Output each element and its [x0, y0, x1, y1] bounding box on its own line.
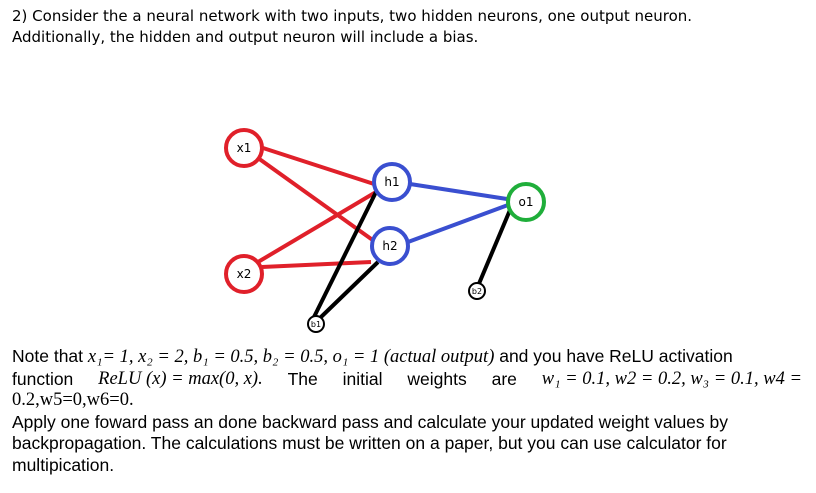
node-b1-label: b1: [311, 320, 321, 329]
relu-definition-math: ReLU (x) = max(0, x).: [98, 368, 263, 389]
edge-x2-h1: [256, 190, 378, 264]
node-x1: x1: [224, 128, 264, 168]
edge-h2-o1: [407, 203, 509, 244]
edge-b1-h1: [312, 191, 378, 318]
note-line-2: function ReLU (x) = max(0, x). The initi…: [12, 369, 802, 391]
node-b2: b2: [468, 282, 486, 300]
node-h2: h2: [370, 226, 410, 266]
note-the-word: The: [287, 368, 318, 389]
note-function-word: function: [12, 368, 74, 389]
note-prefix: Note that: [12, 346, 88, 366]
note-line-1: Note that x₁= 1, x₂ = 2, b₁ = 0.5, b₂ = …: [12, 346, 802, 369]
node-b1: b1: [307, 315, 325, 333]
node-x2: x2: [224, 254, 264, 294]
problem-description: Note that x₁= 1, x₂ = 2, b₁ = 0.5, b₂ = …: [12, 346, 802, 476]
note-weights-word: weights: [407, 368, 467, 389]
node-h1: h1: [372, 162, 412, 202]
question-header: 2) Consider the a neural network with tw…: [12, 6, 802, 48]
question-line-2: Additionally, the hidden and output neur…: [12, 28, 479, 46]
note-line-3: 0.2,w5=0,w6=0.: [12, 390, 134, 410]
edge-x1-h1: [262, 146, 375, 186]
edge-b2-o1: [476, 209, 512, 287]
instruction-line-3: multipication.: [12, 454, 115, 475]
edge-x2-h2: [261, 260, 372, 269]
edge-b1-h2: [318, 260, 380, 320]
note-are-word: are: [491, 368, 517, 389]
node-o1: o1: [506, 182, 546, 222]
node-x1-label: x1: [237, 141, 252, 155]
node-o1-label: o1: [519, 195, 534, 209]
edge-h1-o1: [409, 182, 508, 201]
instruction-line-1: Apply one foward pass an done backward p…: [12, 411, 729, 432]
note-initial-word: initial: [342, 368, 383, 389]
note-values-math: x₁= 1, x₂ = 2, b₁ = 0.5, b₂ = 0.5, o₁ = …: [87, 347, 495, 367]
edge-x1-h2: [256, 156, 376, 243]
weights-math: w₁ = 0.1, w2 = 0.2, w₃ = 0.1, w4 =: [541, 368, 802, 389]
neural-network-diagram: x1 x2 h1 h2 o1 b1 b2: [224, 128, 546, 333]
node-h1-label: h1: [384, 175, 399, 189]
node-h2-label: h2: [382, 239, 397, 253]
node-b2-label: b2: [472, 287, 482, 296]
note-suffix: and you have ReLU activation: [494, 346, 733, 366]
question-line-1: 2) Consider the a neural network with tw…: [12, 7, 693, 25]
node-x2-label: x2: [237, 267, 252, 281]
instruction-line-2: backpropagation. The calculations must b…: [12, 433, 727, 453]
